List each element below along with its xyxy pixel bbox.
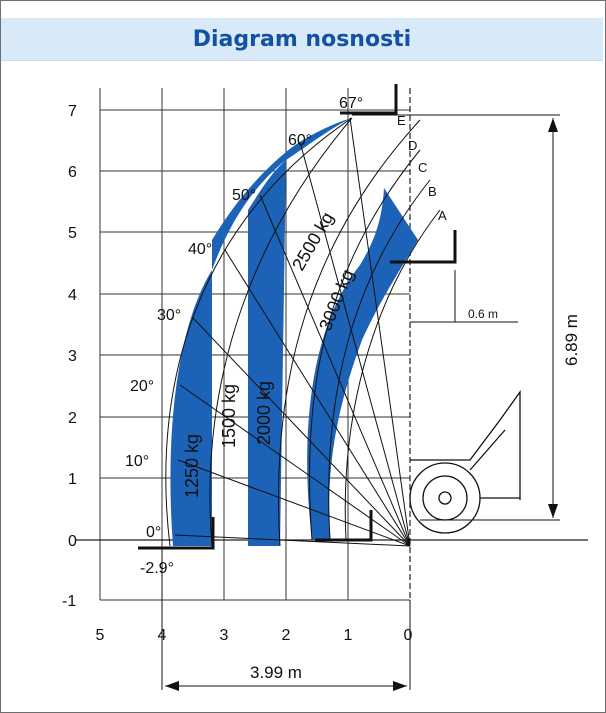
extension-label: D [408, 138, 417, 153]
extension-labels: E D C B A [397, 113, 447, 223]
angle-label: -2.9° [140, 560, 174, 577]
title-bar: Diagram nosnosti [1, 18, 603, 61]
x-tick: 0 [404, 627, 413, 644]
y-tick: -1 [62, 593, 76, 610]
x-tick: 3 [220, 627, 229, 644]
x-tick: 4 [158, 627, 167, 644]
y-tick: 5 [68, 225, 77, 242]
x-axis-labels: 5 4 3 2 1 0 [96, 627, 413, 644]
max-height-label: 6.89 m [562, 314, 581, 366]
angle-label: 67° [339, 95, 363, 112]
angle-label: 40° [188, 241, 212, 258]
zone-2000 [248, 160, 286, 546]
y-tick: 2 [68, 410, 77, 427]
y-tick: 1 [68, 471, 77, 488]
extension-label: A [438, 208, 447, 223]
angle-rays [174, 117, 411, 547]
y-tick: 4 [68, 287, 77, 304]
extension-label: E [397, 113, 406, 128]
fork-offset-label: 0.6 m [468, 307, 498, 321]
zone-1250 [170, 270, 212, 546]
load-label-1250: 1250 kg [182, 434, 202, 498]
reach-arcs [165, 117, 441, 547]
y-tick: 7 [68, 103, 77, 120]
angle-label: 10° [125, 453, 149, 470]
angle-label: 60° [288, 132, 312, 149]
x-tick: 5 [96, 627, 105, 644]
extension-label: B [428, 184, 437, 199]
fork-top [138, 84, 457, 550]
dimension-lines [161, 114, 560, 690]
max-reach-label: 3.99 m [250, 663, 302, 682]
load-label-2000: 2000 kg [254, 381, 274, 445]
load-label-1500: 1500 kg [219, 384, 239, 448]
y-tick: 3 [68, 348, 77, 365]
zone-3000 [307, 188, 418, 540]
load-label-2500: 2500 kg [288, 209, 337, 274]
x-tick: 2 [282, 627, 291, 644]
arrowheads [165, 118, 558, 691]
angle-label: 0° [146, 524, 161, 541]
angle-label: 50° [232, 187, 256, 204]
y-tick: 0 [68, 533, 77, 550]
extension-label: C [418, 160, 427, 175]
y-axis-labels: 7 6 5 4 3 2 1 0 -1 [62, 103, 77, 610]
vehicle-icon [409, 389, 521, 534]
x-tick: 1 [344, 627, 353, 644]
angle-label: 30° [157, 307, 181, 324]
angle-labels: 67° 60° 50° 40° 30° 20° 10° 0° -2.9° [125, 95, 363, 577]
diagram-title: Diagram nosnosti [192, 26, 412, 52]
y-tick: 6 [68, 164, 77, 181]
angle-label: 20° [130, 378, 154, 395]
